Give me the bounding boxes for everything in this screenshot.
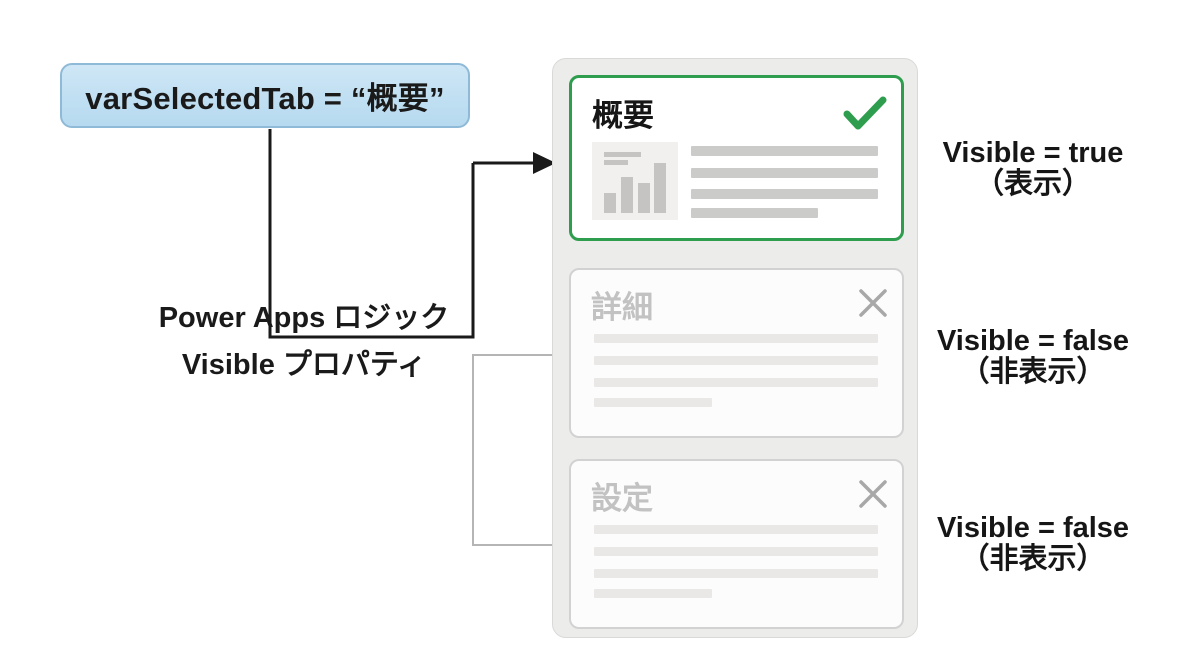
thumbnail-text-line	[604, 160, 628, 165]
thumbnail-text-line	[604, 152, 641, 157]
annotation-line1: Visible = false	[936, 512, 1130, 544]
content-placeholder-line	[594, 398, 712, 407]
content-placeholder-line	[691, 146, 878, 156]
check-icon	[843, 96, 887, 130]
thumbnail-bar	[604, 193, 616, 213]
tab-card-title: 設定	[591, 481, 653, 516]
hidden-branch-lines	[472, 354, 552, 546]
arrowhead-icon	[533, 152, 556, 174]
thumbnail-bar	[638, 183, 650, 213]
close-icon	[859, 289, 887, 317]
tab-card-details: 詳細	[569, 268, 904, 438]
annotation-visible-false-2: Visible = false （非表示）	[923, 513, 1143, 575]
annotation-line2: （非表示）	[960, 543, 1106, 575]
thumbnail-chart	[592, 142, 678, 220]
tab-card-title: 概要	[592, 98, 654, 133]
thumbnail-bar	[621, 177, 633, 213]
active-path-lines	[268, 129, 535, 339]
content-placeholder-line	[594, 334, 878, 343]
close-icon	[859, 480, 887, 508]
logic-label: Power Apps ロジック Visible プロパティ	[148, 295, 460, 389]
annotation-line1: Visible = false	[936, 325, 1130, 357]
tab-card-settings: 設定	[569, 459, 904, 629]
annotation-visible-true: Visible = true （表示）	[923, 138, 1143, 200]
annotation-line2: （非表示）	[960, 356, 1106, 388]
content-placeholder-line	[594, 378, 878, 387]
annotation-visible-false-1: Visible = false （非表示）	[923, 326, 1143, 388]
variable-box: varSelectedTab = “概要”	[60, 63, 470, 128]
logic-label-line1: Power Apps ロジック	[158, 302, 450, 334]
annotation-line2: （表示）	[974, 168, 1091, 200]
content-placeholder-line	[691, 189, 878, 199]
content-placeholder-line	[594, 356, 878, 365]
content-placeholder-line	[691, 208, 818, 218]
content-placeholder-line	[594, 569, 878, 578]
tab-card-overview: 概要	[569, 75, 904, 241]
thumbnail-bar	[654, 163, 666, 213]
content-placeholder-line	[594, 547, 878, 556]
logic-label-line2: Visible プロパティ	[181, 349, 427, 381]
content-placeholder-line	[594, 525, 878, 534]
tab-panel: 概要 詳細	[552, 58, 918, 638]
content-placeholder-line	[691, 168, 878, 178]
annotation-line1: Visible = true	[942, 137, 1124, 169]
variable-box-label: varSelectedTab = “概要”	[85, 81, 445, 116]
tab-card-title: 詳細	[591, 290, 653, 325]
content-placeholder-line	[594, 589, 712, 598]
